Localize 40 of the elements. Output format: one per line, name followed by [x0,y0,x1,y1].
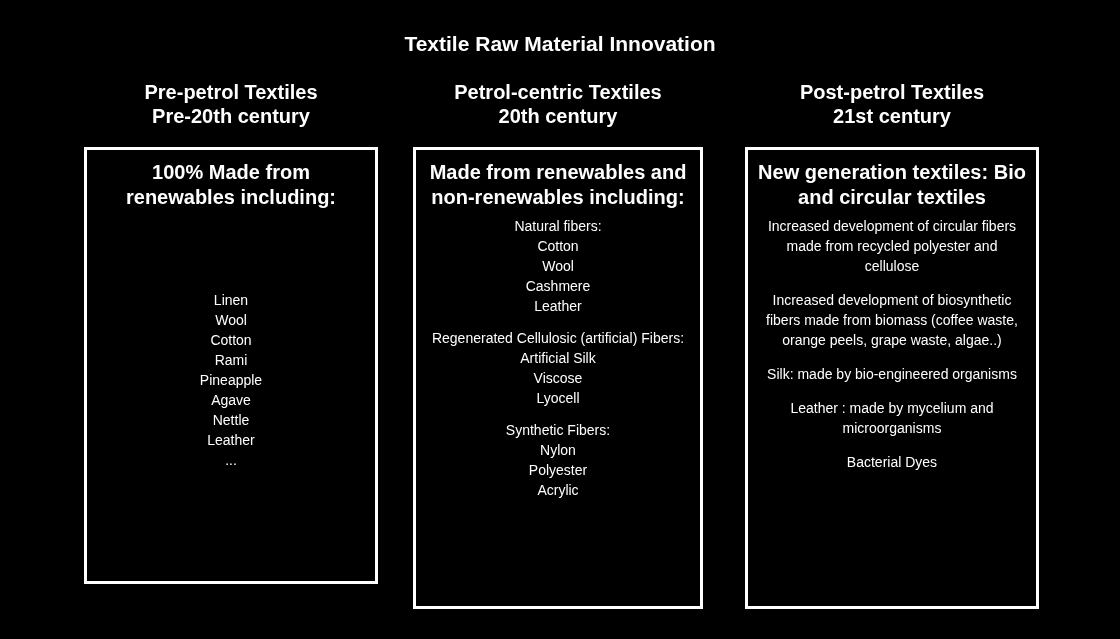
list-item: Nettle [212,411,250,430]
era-heading: Pre-petrol Textiles [143,80,319,104]
list-item: Leather [207,431,255,450]
list-item: Agave [211,391,251,410]
list-item: Cotton [537,237,579,256]
column-box [745,147,1039,609]
description-text: Bacterial Dyes [846,453,938,472]
list-item: Cotton [210,331,252,350]
list-item: Rami [214,351,248,370]
list-item: Cashmere [525,277,591,296]
list-item: Viscose [533,369,583,388]
list-item: Wool [542,257,574,276]
list-item: Pineapple [199,371,263,390]
era-heading: Post-petrol Textiles [798,80,986,104]
list-item: Nylon [540,441,576,460]
box-heading: 100% Made from renewables including: [124,160,337,210]
list-item: Synthetic Fibers: [505,421,611,440]
era-subtitle: 20th century [497,104,619,128]
column-box [84,147,378,584]
list-item: Artificial Silk [520,349,596,368]
list-item: Regenerated Cellulosic (artificial) Fibers: [431,329,685,348]
description-text: Leather : made by mycelium and microorganisms [789,399,995,438]
list-item: ... [225,451,237,470]
diagram-title: Textile Raw Material Innovation [403,32,717,56]
column-box [413,147,703,609]
era-subtitle: Pre-20th century [151,104,311,128]
description-text: Silk: made by bio-engineered organisms [767,365,1017,384]
description-text: Increased development of circular fibers made from recycled polyester and cellulose [766,217,1018,276]
era-subtitle: 21st century [832,104,952,128]
era-heading: Petrol-centric Textiles [453,80,663,104]
list-item: Wool [215,311,247,330]
list-item: Polyester [528,461,588,480]
description-text: Increased development of biosynthetic fibers made from biomass (coffee waste, orange peels, grape waste, algae..) [765,291,1019,350]
list-item: Acrylic [537,481,579,500]
list-item: Leather [534,297,582,316]
box-heading: New generation textiles: Bio and circular textiles [757,160,1027,210]
box-heading: Made from renewables and non-renewables including: [428,160,688,210]
list-item: Linen [213,291,249,310]
list-item: Natural fibers: [514,217,602,236]
list-item: Lyocell [536,389,580,408]
